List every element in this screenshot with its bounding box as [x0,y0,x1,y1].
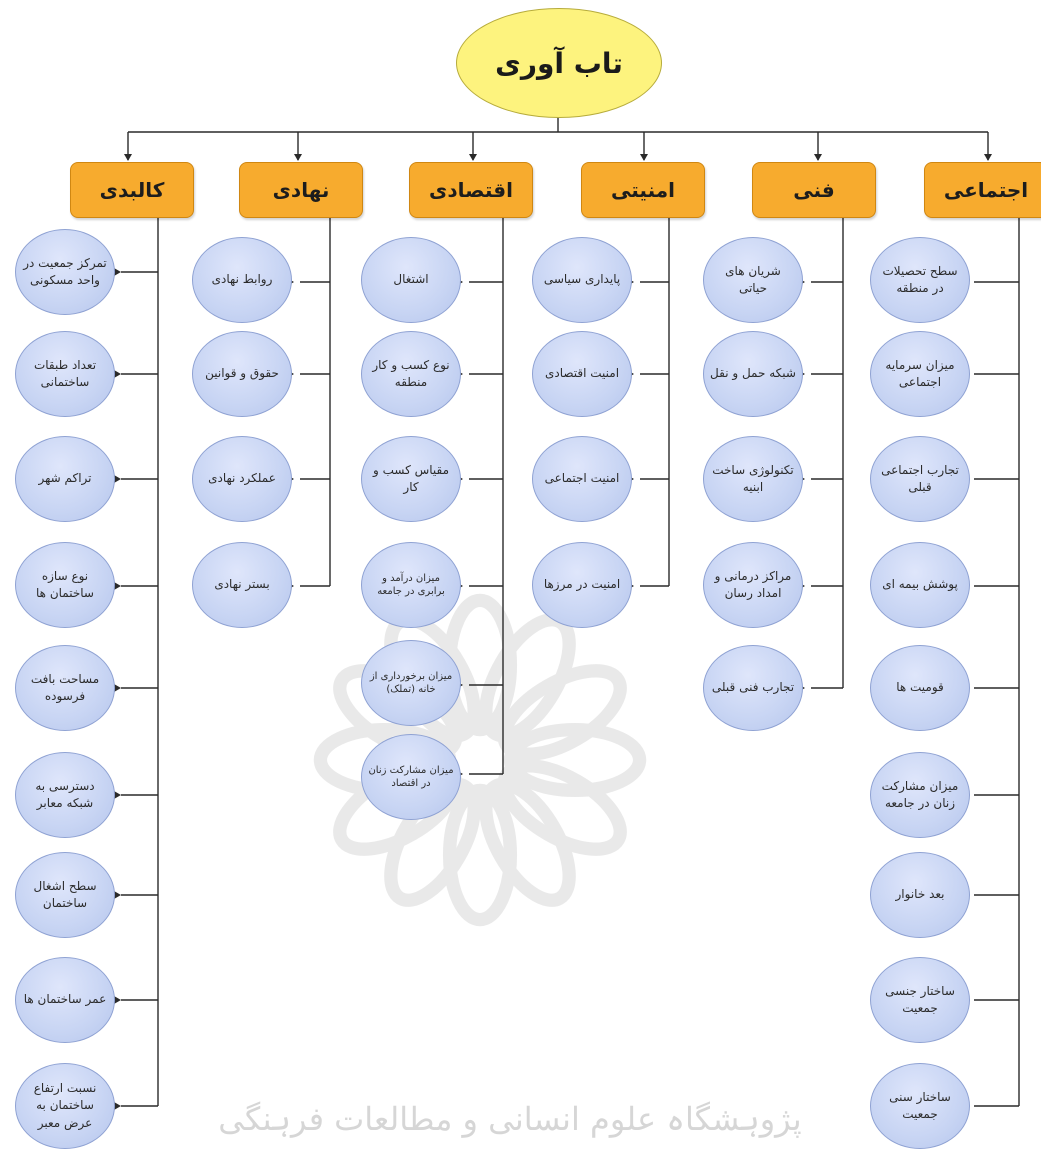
arrow-head [640,154,648,161]
category-security: امنیتی [581,162,705,218]
physical-item: تمرکز جمعیت در واحد مسکونی [15,229,115,315]
economic-item: میزان برخورداری از خانه (تملک) [361,640,461,726]
physical-item: نوع سازه ساختمان ها [15,542,115,628]
economic-item: میزان درآمد و برابری در جامعه [361,542,461,628]
physical-item: سطح اشغال ساختمان [15,852,115,938]
watermark-petal [479,777,576,907]
physical-item: دسترسی به شبکه معابر [15,752,115,838]
category-social: اجتماعی [924,162,1041,218]
arrow-head [114,684,121,692]
technical-item: مراکز درمانی و امداد رسان [703,542,803,628]
social-item: قومیت ها [870,645,970,731]
category-economic: اقتصادی [409,162,533,218]
economic-item: اشتغال [361,237,461,323]
arrow-head [114,268,121,276]
physical-item: مساحت بافت فرسوده [15,645,115,731]
arrow-head [124,154,132,161]
physical-item: عمر ساختمان ها [15,957,115,1043]
institutional-item: روابط نهادی [192,237,292,323]
social-item: بعد خانوار [870,852,970,938]
watermark-petal [497,759,627,856]
physical-item: نسبت ارتفاع ساختمان به عرض معبر [15,1063,115,1149]
arrow-head [469,154,477,161]
technical-item: تجارب فنی قبلی [703,645,803,731]
physical-item: تراکم شهر [15,436,115,522]
root-node: تاب آوری [456,8,662,118]
social-item: پوشش بیمه ای [870,542,970,628]
arrow-head [294,154,302,161]
security-item: امنیت در مرزها [532,542,632,628]
category-physical: کالبدی [70,162,194,218]
social-item: ساختار سنی جمعیت [870,1063,970,1149]
technical-item: شبکه حمل و نقل [703,331,803,417]
economic-item: نوع کسب و کار منطقه [361,331,461,417]
social-item: ساختار جنسی جمعیت [870,957,970,1043]
institutional-item: حقوق و قوانین [192,331,292,417]
watermark-petal [442,783,518,927]
category-institutional: نهادی [239,162,363,218]
arrow-head [814,154,822,161]
technical-item: شریان های حیاتی [703,237,803,323]
economic-item: میزان مشارکت زنان در اقتصاد [361,734,461,820]
arrow-head [114,475,121,483]
physical-item: تعداد طبقات ساختمانی [15,331,115,417]
social-item: میزان مشارکت زنان در جامعه [870,752,970,838]
category-technical: فنی [752,162,876,218]
watermark-text: پژوہشگاہ علوم انسانی و مطالعات فرہنگی [218,1100,802,1138]
arrow-head [114,791,121,799]
security-item: امنیت اقتصادی [532,331,632,417]
technical-item: تکنولوژی ساخت ابنیه [703,436,803,522]
watermark-petal [384,777,481,907]
social-item: سطح تحصیلات در منطقه [870,237,970,323]
watermark-petal [503,722,647,798]
security-item: امنیت اجتماعی [532,436,632,522]
arrow-head [114,996,121,1004]
security-item: پایداری سیاسی [532,237,632,323]
arrow-head [114,582,121,590]
watermark-petal [497,664,627,761]
social-item: میزان سرمایه اجتماعی [870,331,970,417]
institutional-item: بستر نهادی [192,542,292,628]
arrow-head [984,154,992,161]
economic-item: مقیاس کسب و کار [361,436,461,522]
arrow-head [114,1102,121,1110]
institutional-item: عملکرد نهادی [192,436,292,522]
arrow-head [114,370,121,378]
arrow-head [114,891,121,899]
social-item: تجارب اجتماعی قبلی [870,436,970,522]
